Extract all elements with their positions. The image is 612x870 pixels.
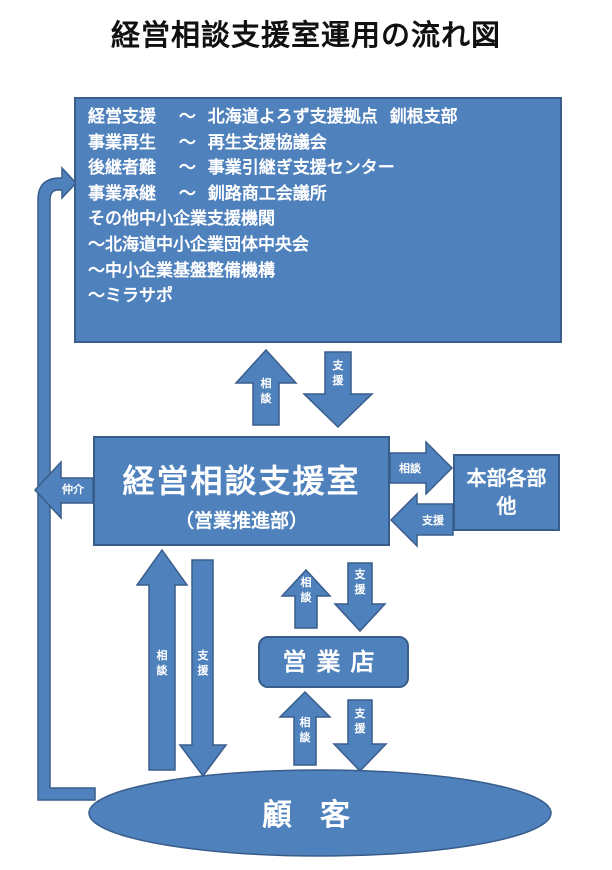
headquarters-line1: 本部各部 [466,466,547,490]
customer-ellipse [88,769,552,857]
customer-label: 顧客 [262,798,378,833]
support-agencies-box: 経営支援 ～ 北海道よろず支援拠点 釧根支部 事業再生 ～ 再生支援協議会 後継… [74,97,562,343]
consult-label-branch-upper: 相談 [300,576,312,604]
consult-up-arrow-branch-lower [278,690,332,766]
support-label-branch-upper: 支援 [354,568,366,596]
consult-label-hq: 相談 [399,462,421,475]
mediate-left-arrow [33,460,94,520]
agency-line: 後継者難 ～ 事業引継ぎ支援センター [88,158,395,179]
consult-right-arrow-hq [389,440,454,496]
branch-label: 営業店 [282,648,385,676]
agency-line: その他中小企業支援機関 [88,209,275,230]
support-left-arrow-hq [389,492,454,548]
support-label-long: 支援 [197,649,209,677]
consult-up-arrow-top [234,348,298,426]
main-office-title: 経営相談支援室 [122,462,361,500]
support-label-branch-lower: 支援 [354,707,366,735]
branch-office-box: 営業店 [258,636,409,688]
agency-line: 事業承継 ～ 釧路商工会議所 [88,183,327,204]
support-down-arrow-branch-lower [332,699,388,773]
agency-line: ～中小企業基盤整備機構 [88,260,275,281]
consult-label-long: 相談 [156,649,168,677]
support-label-top: 支援 [332,359,344,387]
support-down-arrow-branch-upper [333,562,387,633]
support-down-arrow-top [302,351,374,429]
support-down-arrow-long [178,559,228,778]
agency-line: ～北海道中小企業団体中央会 [88,234,309,255]
page-title: 経営相談支援室運用の流れ図 [110,18,501,52]
headquarters-line2: 他 [496,494,517,518]
main-office-subtitle: （営業推進部） [174,510,308,532]
consult-up-arrow-branch-upper [280,568,332,629]
support-label-hq: 支援 [422,514,444,527]
agency-line: ～ミラサポ [88,286,173,307]
consult-label-top: 相談 [260,377,272,405]
mediate-label: 仲介 [62,483,84,496]
agency-line: 経営支援 ～ 北海道よろず支援拠点 釧根支部 [88,107,458,127]
management-consultation-office-box: 経営相談支援室 （営業推進部） [93,436,390,546]
headquarters-box: 本部各部 他 [453,454,560,531]
consult-up-arrow-long [135,548,189,771]
consult-label-branch-lower: 相談 [299,716,311,744]
agency-line: 事業再生 ～ 再生支援協議会 [88,132,327,153]
